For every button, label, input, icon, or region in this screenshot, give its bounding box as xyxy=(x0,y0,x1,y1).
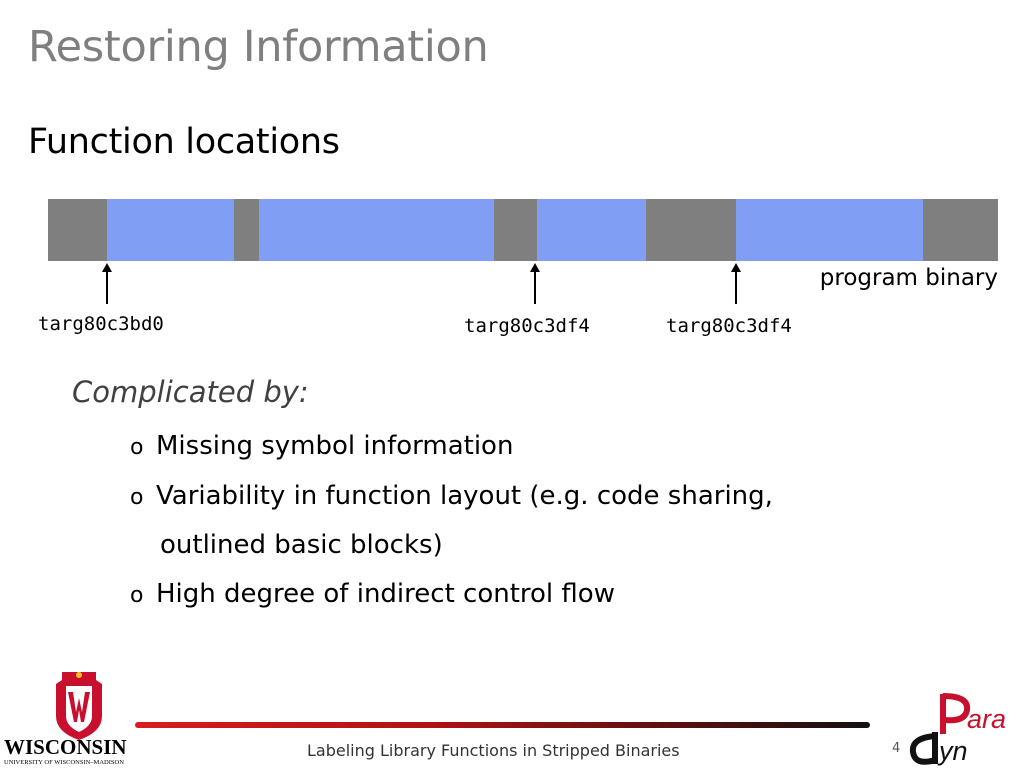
bullet-text: High degree of indirect control flow xyxy=(156,579,615,609)
bullet-continuation: outlined basic blocks) xyxy=(160,530,443,560)
paradyn-logo: ara yn xyxy=(909,693,1006,766)
wisconsin-wordmark: WISCONSIN xyxy=(4,735,127,759)
arrow-shaft xyxy=(534,268,536,304)
wisconsin-logo: WISCONSIN UNIVERSITY OF WISCONSIN–MADISO… xyxy=(4,672,127,766)
crest-icon xyxy=(56,672,102,740)
slide-subtitle: Function locations xyxy=(28,122,340,162)
footer-divider xyxy=(135,722,870,728)
slide-title: Restoring Information xyxy=(28,22,489,72)
address-label: targ80c3bd0 xyxy=(38,313,164,335)
arrow-up-icon xyxy=(102,263,112,272)
bullet-marker: o xyxy=(130,435,144,460)
wisconsin-subtitle: UNIVERSITY OF WISCONSIN–MADISON xyxy=(4,759,124,766)
function-block xyxy=(736,199,923,261)
function-block xyxy=(537,199,646,261)
footer-text: Labeling Library Functions in Stripped B… xyxy=(307,741,680,760)
arrow-shaft xyxy=(735,268,737,304)
paradyn-mark-icon xyxy=(909,693,971,765)
paradyn-bottom-text: yn xyxy=(937,736,968,766)
bullet-item: o Missing symbol information xyxy=(130,431,513,461)
function-block xyxy=(107,199,234,261)
address-label: targ80c3df4 xyxy=(464,315,590,337)
bullet-item: o Variability in function layout (e.g. co… xyxy=(130,481,773,511)
paradyn-top-text: ara xyxy=(967,704,1006,734)
program-binary-bar xyxy=(48,199,998,261)
arrow-up-icon xyxy=(731,263,741,272)
page-number: 4 xyxy=(892,741,901,756)
bullet-item: o High degree of indirect control flow xyxy=(130,579,615,609)
program-binary-label: program binary xyxy=(819,265,998,291)
bullet-marker: o xyxy=(130,485,144,510)
bullet-text: Missing symbol information xyxy=(156,431,514,461)
arrow-shaft xyxy=(106,268,108,304)
address-label: targ80c3df4 xyxy=(666,315,792,337)
arrow-up-icon xyxy=(530,263,540,272)
bullet-marker: o xyxy=(130,583,144,608)
function-block xyxy=(259,199,494,261)
bullet-text: Variability in function layout (e.g. cod… xyxy=(156,481,773,511)
complicated-by-heading: Complicated by: xyxy=(72,375,309,409)
